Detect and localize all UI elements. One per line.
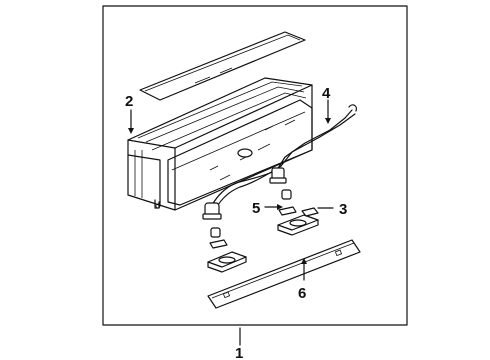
callout-3: 3 bbox=[339, 201, 347, 218]
lamp-base-left bbox=[207, 251, 247, 273]
callout-5: 5 bbox=[252, 200, 260, 217]
trim-panel-top bbox=[139, 31, 306, 101]
lens-strip bbox=[207, 239, 361, 309]
lamp-housing bbox=[127, 77, 313, 211]
callout-2: 2 bbox=[125, 93, 133, 110]
bulb-left bbox=[209, 227, 228, 249]
arrow-2 bbox=[128, 128, 134, 134]
bulb-socket-right bbox=[269, 167, 287, 184]
callout-6: 6 bbox=[298, 285, 306, 302]
bulb-right bbox=[278, 189, 297, 216]
assembly-frame bbox=[102, 5, 408, 326]
arrow-6 bbox=[301, 258, 307, 264]
callout-4: 4 bbox=[322, 85, 331, 102]
arrow-5 bbox=[277, 204, 283, 210]
lamp-base-right bbox=[277, 207, 319, 236]
arrow-4 bbox=[325, 118, 331, 124]
callout-1: 1 bbox=[235, 345, 243, 360]
bulb-socket-left bbox=[202, 202, 222, 220]
wiring-harness bbox=[202, 104, 357, 220]
